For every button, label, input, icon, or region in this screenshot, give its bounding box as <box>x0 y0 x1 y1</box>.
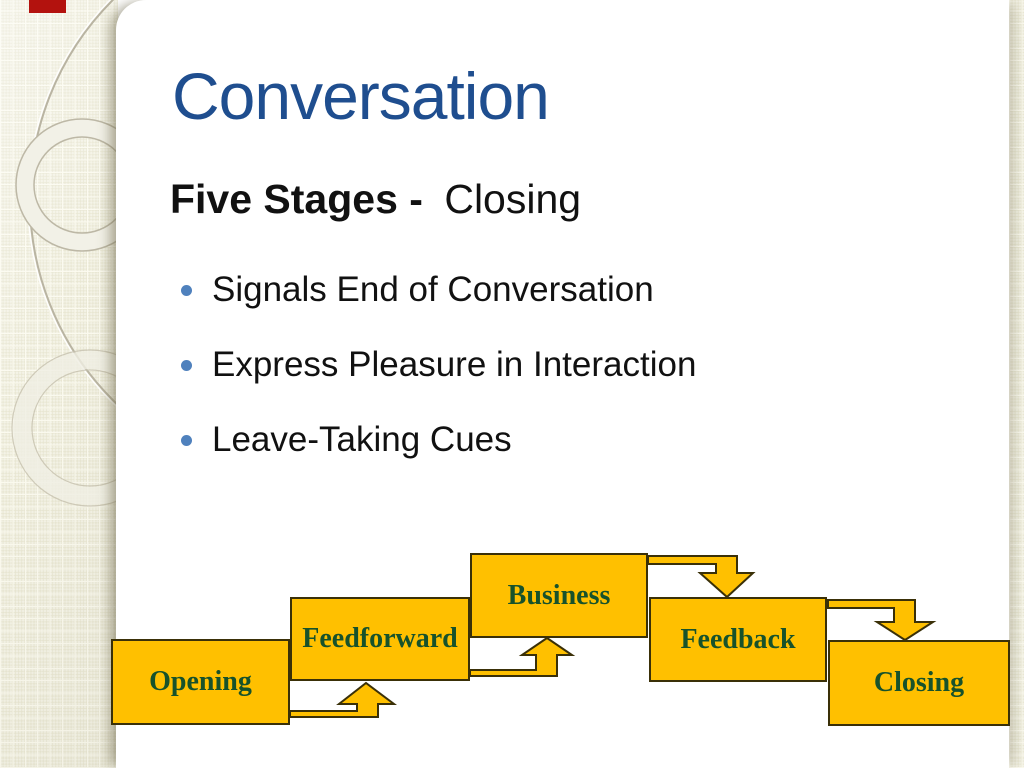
circle-bullet-icon <box>181 435 192 446</box>
bullet-item: Signals End of Conversation <box>181 266 696 313</box>
heading-regular-text: Closing <box>444 176 582 222</box>
red-corner-marker <box>29 0 66 13</box>
right-texture-strip <box>1009 0 1024 768</box>
stage-box-feedback: Feedback <box>649 597 827 682</box>
bullet-text: Signals End of Conversation <box>212 269 654 309</box>
stage-box-feedforward: Feedforward <box>290 597 470 681</box>
stage-box-opening: Opening <box>111 639 290 725</box>
circle-bullet-icon <box>181 285 192 296</box>
circle-bullet-icon <box>181 360 192 371</box>
heading-bold-text: Five Stages - <box>170 176 423 222</box>
bullet-text: Leave-Taking Cues <box>212 419 512 459</box>
stage-box-closing: Closing <box>828 640 1010 726</box>
stage-box-business: Business <box>470 553 648 638</box>
section-heading: Five Stages - Closing <box>170 176 581 223</box>
bullet-item: Express Pleasure in Interaction <box>181 341 696 388</box>
bullet-item: Leave-Taking Cues <box>181 416 696 463</box>
bullet-list: Signals End of Conversation Express Plea… <box>181 266 696 491</box>
bullet-text: Express Pleasure in Interaction <box>212 344 697 384</box>
slide-title: Conversation <box>172 59 550 133</box>
